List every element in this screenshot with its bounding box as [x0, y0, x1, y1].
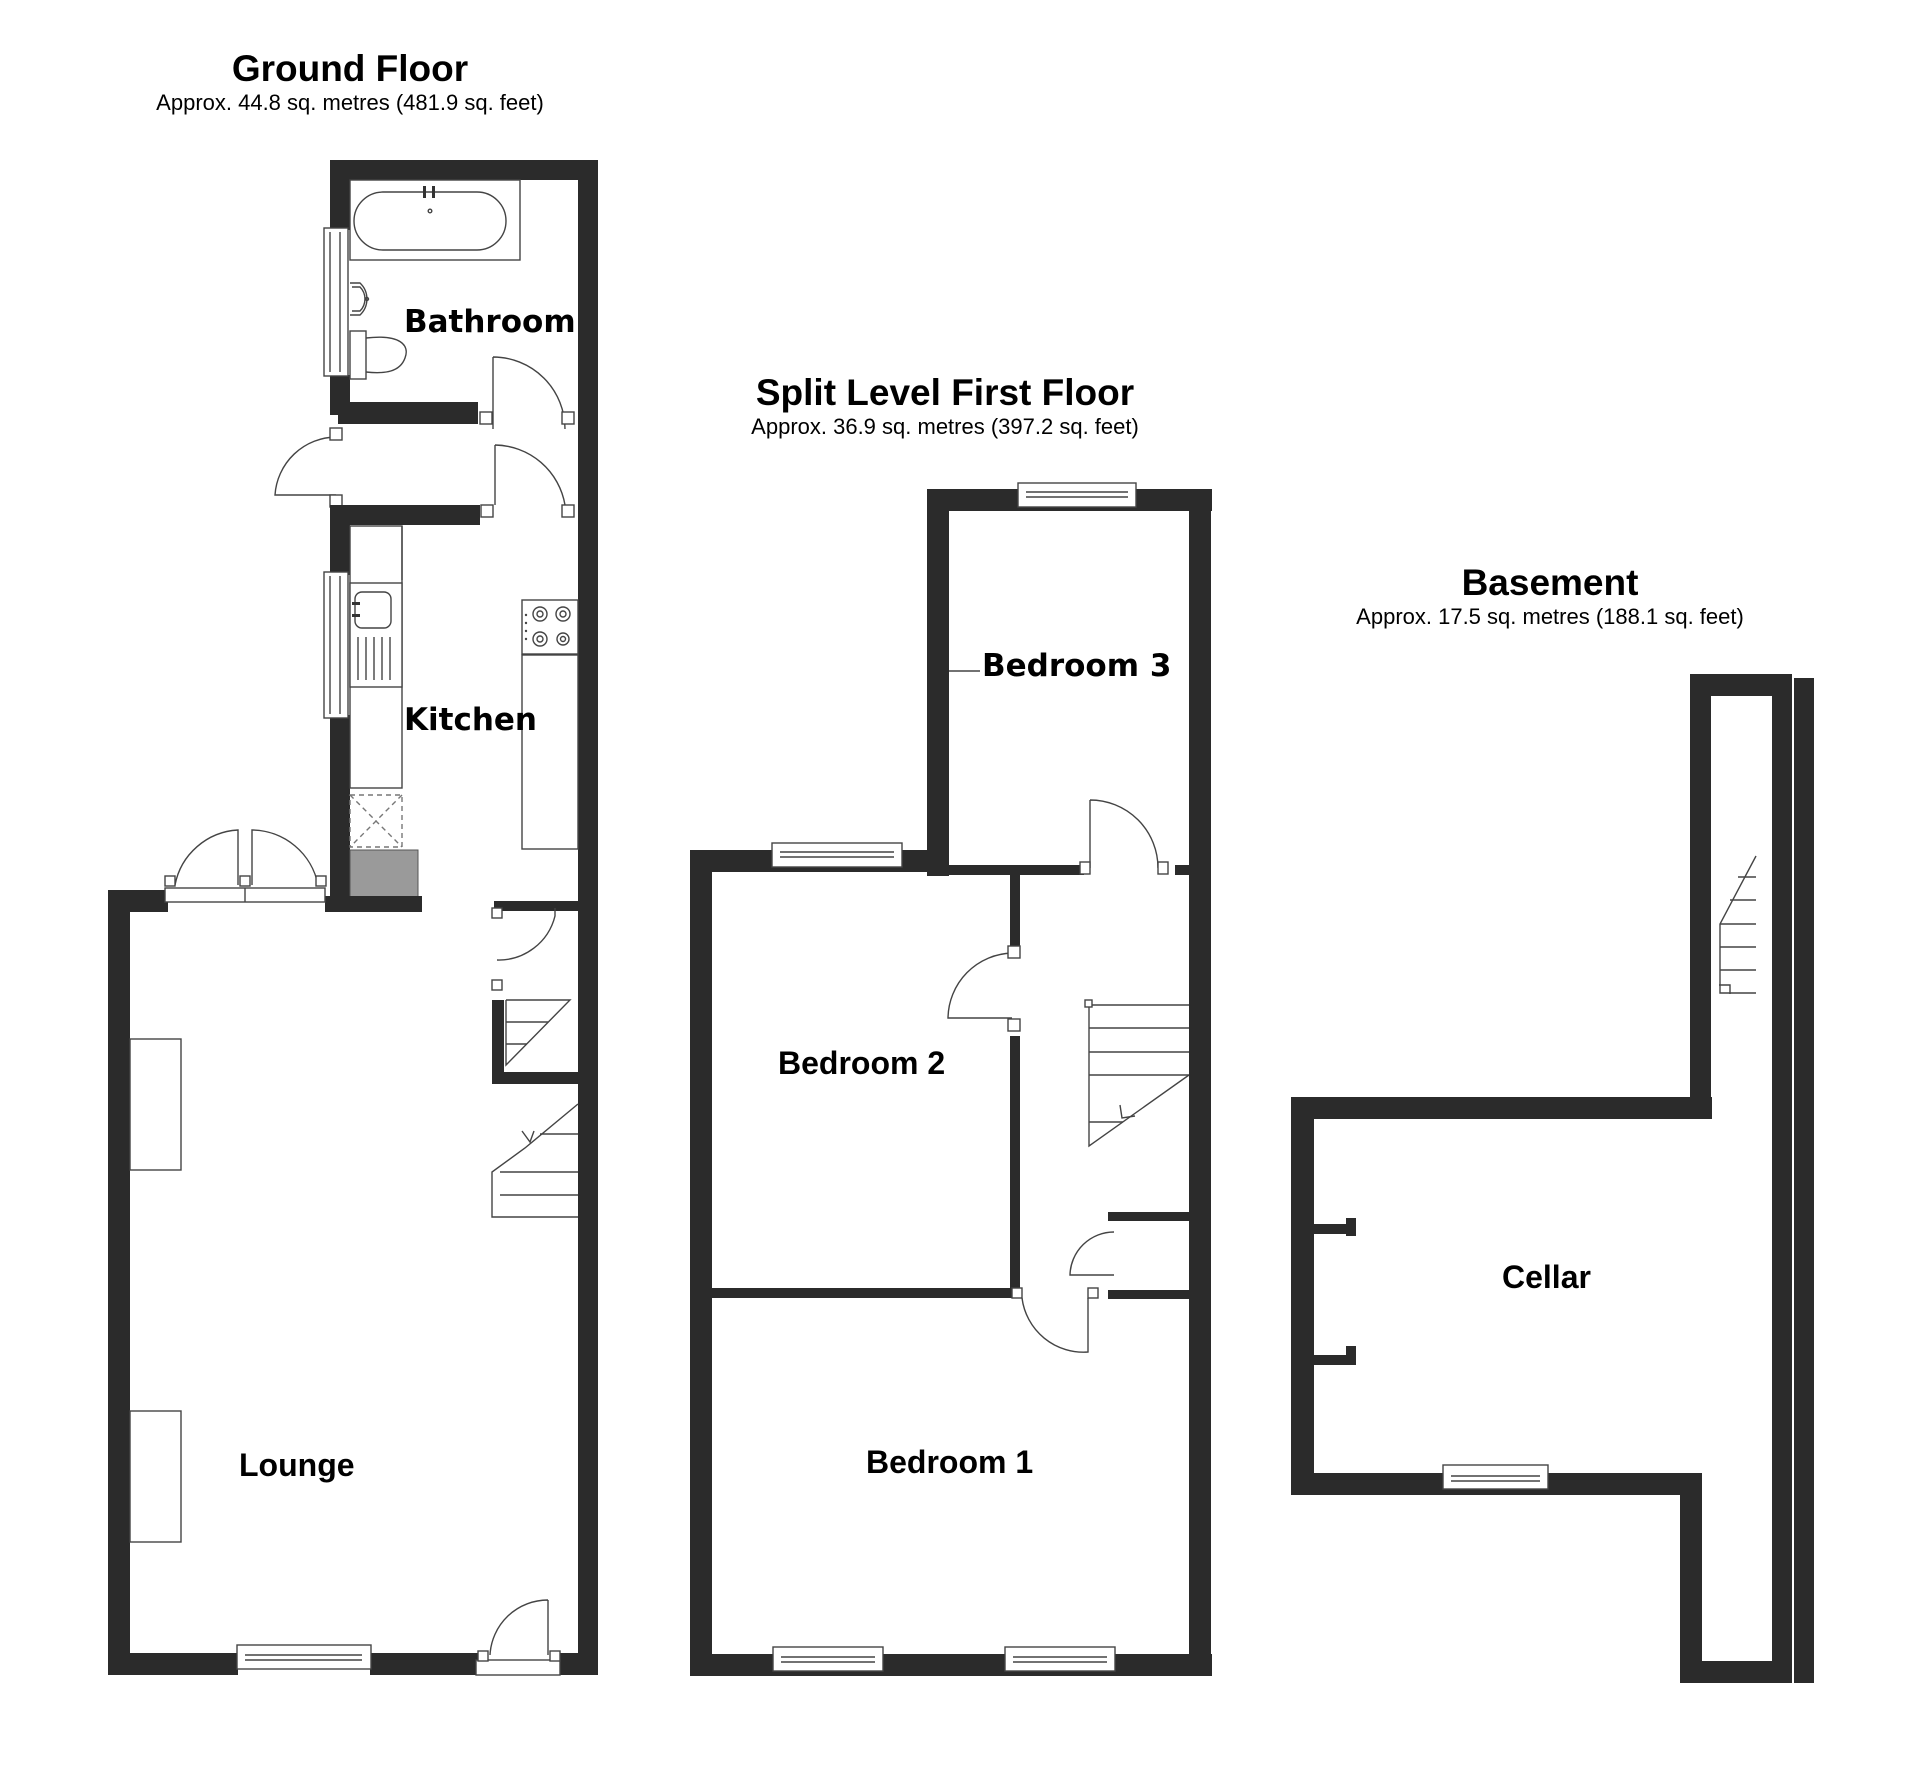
bedroom1-window-right [1004, 1646, 1116, 1672]
room-label-lounge: Lounge [239, 1447, 355, 1483]
cellar-window [1442, 1464, 1549, 1490]
ground-floor-heading: Ground Floor Approx. 44.8 sq. metres (48… [140, 48, 560, 116]
cellar-walls [1291, 674, 1814, 1683]
kitchen-window [323, 571, 349, 719]
room-label-bathroom: Bathroom [404, 304, 576, 340]
worktop-right [521, 654, 579, 850]
hob-icon [521, 599, 579, 655]
appliance-block [349, 849, 419, 899]
room-label-cellar: Cellar [1502, 1259, 1591, 1295]
bedroom1-door [1011, 1287, 1099, 1353]
room-label-bedroom1: Bedroom 1 [866, 1444, 1033, 1480]
basement-stairs [1719, 855, 1757, 994]
first-floor-walls [690, 850, 1212, 1676]
room-label-kitchen: Kitchen [404, 702, 537, 738]
landing-cupboard-door [1069, 1231, 1115, 1276]
ground-floor-title: Ground Floor [231, 48, 469, 89]
toilet-icon [349, 330, 407, 380]
first-floor-area: Approx. 36.9 sq. metres (397.2 sq. feet) [751, 414, 1139, 439]
room-label-bedroom2: Bedroom 2 [778, 1045, 945, 1081]
room-label-bedroom3: Bedroom 3 [982, 648, 1171, 684]
chimney-breast-lower [129, 1410, 182, 1543]
lounge-walls [108, 890, 598, 1675]
bath-icon [349, 179, 521, 261]
chimney-breast-upper [129, 1038, 182, 1171]
sink-icon [349, 582, 403, 688]
kitchen-door [480, 444, 575, 518]
first-floor-stairs [1084, 999, 1190, 1148]
first-floor-heading: Split Level First Floor Approx. 36.9 sq.… [700, 372, 1190, 440]
ground-floor-area: Approx. 44.8 sq. metres (481.9 sq. feet) [156, 90, 544, 115]
ground-floor-stairs [491, 1103, 579, 1218]
bedroom2-door [947, 945, 1021, 1032]
basement-plan: Cellar [1291, 674, 1814, 1683]
basement-title: Basement [1461, 562, 1639, 603]
basement-heading: Basement Approx. 17.5 sq. metres (188.1 … [1320, 562, 1780, 630]
bedroom3-door [1079, 799, 1169, 875]
front-door [475, 1599, 561, 1676]
kitchen-walls [330, 505, 598, 1675]
ground-floor-plan: Bathroom Kitchen Lounge [108, 160, 598, 1676]
understairs-cupboard [491, 907, 582, 1084]
french-doors [164, 829, 327, 903]
first-floor-plan: Bedroom 3 Bedroom 2 Bedroom 1 [690, 482, 1212, 1676]
first-floor-title: Split Level First Floor [755, 372, 1135, 413]
washing-machine-icon [349, 794, 403, 848]
basin-icon [350, 282, 370, 316]
lounge-window [236, 1644, 372, 1670]
bathroom-door [479, 356, 575, 430]
bedroom1-window-left [772, 1646, 884, 1672]
bathroom-window [323, 227, 349, 377]
side-door [274, 427, 343, 508]
bedroom3-window [1017, 482, 1137, 508]
bathroom-walls [330, 160, 598, 505]
basement-area: Approx. 17.5 sq. metres (188.1 sq. feet) [1356, 604, 1744, 629]
bedroom2-window [771, 842, 903, 868]
